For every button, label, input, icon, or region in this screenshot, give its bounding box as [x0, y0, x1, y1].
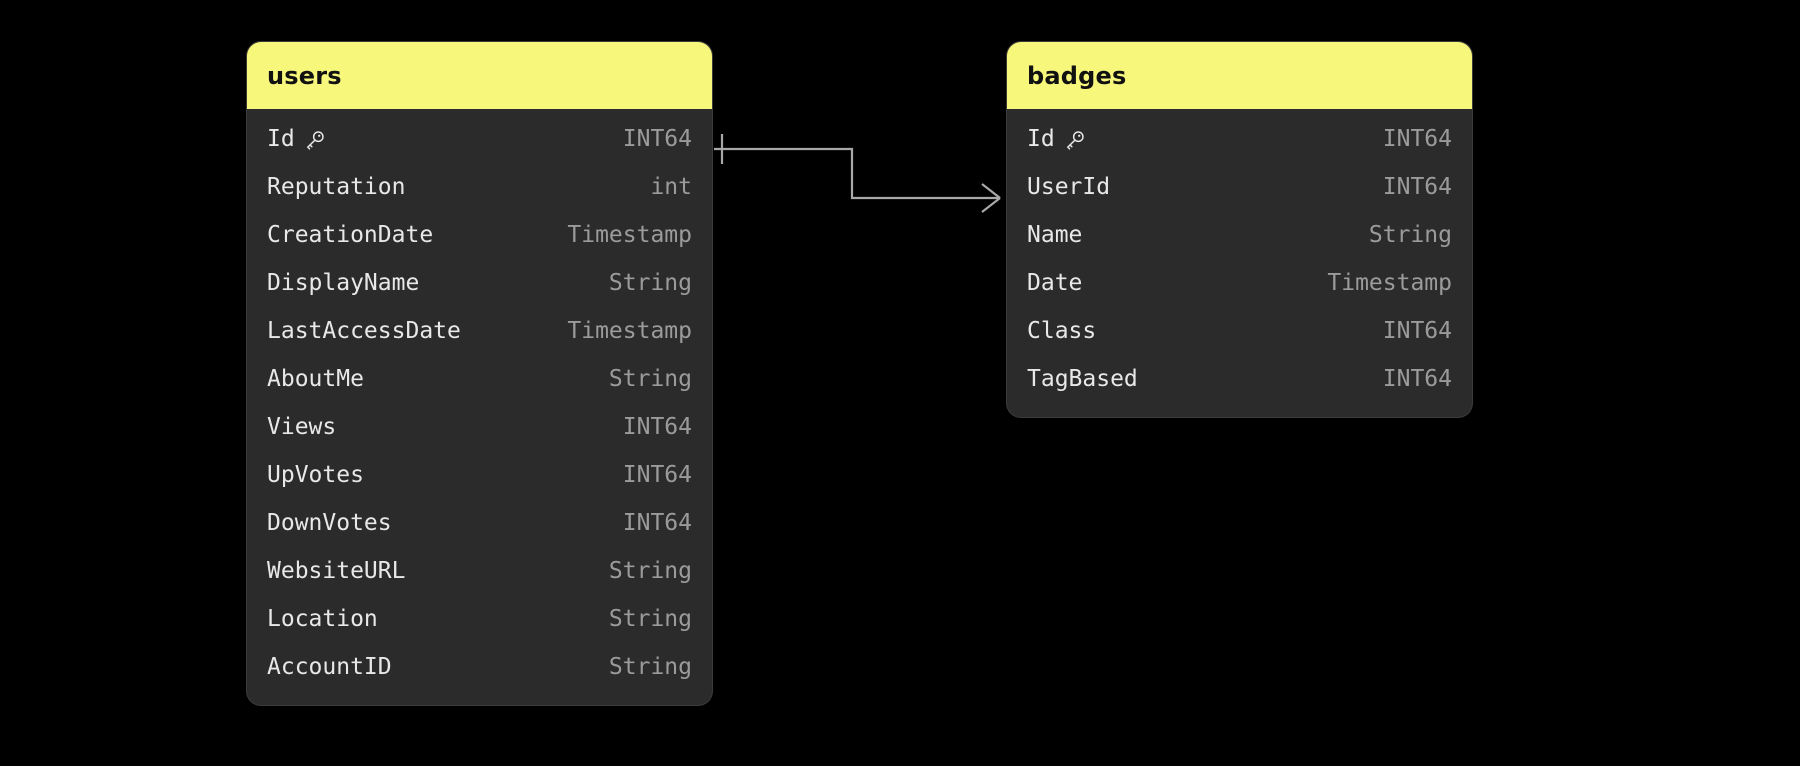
field-row[interactable]: LastAccessDate Timestamp	[247, 307, 712, 355]
field-name-label: Location	[267, 606, 378, 632]
entity-title-users[interactable]: users	[247, 42, 712, 109]
field-name-label: Id	[1027, 126, 1055, 152]
field-type-label: String	[608, 558, 692, 584]
field-name-label: DisplayName	[267, 270, 420, 296]
field-name-label: Date	[1027, 270, 1083, 296]
field-row[interactable]: Views INT64	[247, 403, 712, 451]
field-type-label: String	[608, 654, 692, 680]
field-name-cell: LastAccessDate	[267, 318, 461, 344]
field-row[interactable]: Name String	[1007, 211, 1472, 259]
field-name-cell: Id	[1027, 126, 1086, 152]
field-type-label: Timestamp	[567, 318, 692, 344]
field-name-label: Reputation	[267, 174, 406, 200]
field-row[interactable]: DisplayName String	[247, 259, 712, 307]
field-type-label: Timestamp	[567, 222, 692, 248]
field-name-cell: DownVotes	[267, 510, 392, 536]
field-name-cell: DisplayName	[267, 270, 419, 296]
field-type-label: INT64	[622, 462, 692, 488]
field-type-label: Timestamp	[1327, 270, 1452, 296]
relationship-line	[714, 147, 1000, 200]
field-name-cell: AccountID	[267, 654, 392, 680]
field-row[interactable]: Date Timestamp	[1007, 259, 1472, 307]
field-type-label: String	[1368, 222, 1452, 248]
field-name-cell: WebsiteURL	[267, 558, 405, 584]
field-type-label: String	[608, 366, 692, 392]
key-icon	[304, 129, 326, 151]
field-type-label: INT64	[622, 510, 692, 536]
field-type-label: int	[650, 174, 692, 200]
field-name-cell: Reputation	[267, 174, 405, 200]
field-name-cell: UpVotes	[267, 462, 364, 488]
field-row[interactable]: TagBased INT64	[1007, 355, 1472, 403]
field-name-label: DownVotes	[267, 510, 392, 536]
field-name-label: AboutMe	[267, 366, 364, 392]
field-row[interactable]: WebsiteURL String	[247, 547, 712, 595]
field-name-cell: TagBased	[1027, 366, 1138, 392]
field-name-label: CreationDate	[267, 222, 434, 248]
field-type-label: String	[608, 606, 692, 632]
field-name-label: Id	[267, 126, 295, 152]
field-row[interactable]: CreationDate Timestamp	[247, 211, 712, 259]
field-name-label: WebsiteURL	[267, 558, 406, 584]
field-type-label: INT64	[1382, 126, 1452, 152]
field-row[interactable]: Location String	[247, 595, 712, 643]
key-icon	[1064, 129, 1086, 151]
field-row[interactable]: Id INT64	[247, 115, 712, 163]
field-name-label: Name	[1027, 222, 1083, 248]
field-name-cell: Name	[1027, 222, 1082, 248]
field-name-label: Views	[267, 414, 337, 440]
field-name-cell: Class	[1027, 318, 1096, 344]
field-type-label: INT64	[1382, 174, 1452, 200]
field-row[interactable]: AboutMe String	[247, 355, 712, 403]
field-name-label: UpVotes	[267, 462, 364, 488]
field-name-cell: CreationDate	[267, 222, 433, 248]
field-name-cell: Views	[267, 414, 336, 440]
field-row[interactable]: Reputation int	[247, 163, 712, 211]
field-row[interactable]: UpVotes INT64	[247, 451, 712, 499]
field-row[interactable]: UserId INT64	[1007, 163, 1472, 211]
field-name-cell: Date	[1027, 270, 1082, 296]
field-row[interactable]: Id INT64	[1007, 115, 1472, 163]
field-name-cell: UserId	[1027, 174, 1110, 200]
cardinality-many-marker	[981, 183, 1001, 213]
entity-title-badges[interactable]: badges	[1007, 42, 1472, 109]
relationship-users-id-to-badges-userid[interactable]	[714, 134, 1001, 213]
field-name-cell: Id	[267, 126, 326, 152]
field-name-label: AccountID	[267, 654, 392, 680]
field-name-cell: AboutMe	[267, 366, 364, 392]
field-type-label: String	[608, 270, 692, 296]
field-type-label: INT64	[622, 414, 692, 440]
field-row[interactable]: Class INT64	[1007, 307, 1472, 355]
field-row[interactable]: DownVotes INT64	[247, 499, 712, 547]
field-name-label: TagBased	[1027, 366, 1138, 392]
field-name-cell: Location	[267, 606, 378, 632]
field-name-label: UserId	[1027, 174, 1111, 200]
field-type-label: INT64	[622, 126, 692, 152]
field-name-label: Class	[1027, 318, 1097, 344]
field-type-label: INT64	[1382, 366, 1452, 392]
field-type-label: INT64	[1382, 318, 1452, 344]
field-row[interactable]: AccountID String	[247, 643, 712, 691]
field-name-label: LastAccessDate	[267, 318, 461, 344]
